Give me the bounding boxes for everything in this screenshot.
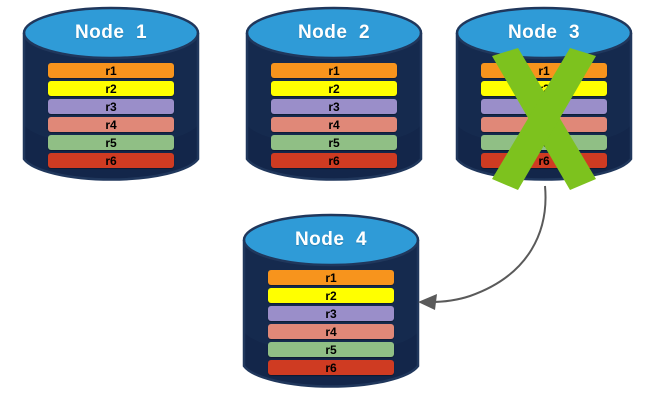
row-r6[interactable]: r6 (271, 153, 397, 168)
row-label: r6 (325, 360, 337, 375)
row-r6[interactable]: r6 (48, 153, 174, 168)
row-label: r4 (538, 117, 550, 132)
row-label: r6 (328, 153, 340, 168)
row-label: r6 (538, 153, 550, 168)
row-r3[interactable]: r3 (268, 306, 394, 321)
row-label: r1 (328, 63, 340, 78)
row-label: r1 (105, 63, 117, 78)
node-cylinder-1[interactable]: Node 1 r1 r2 r3 r4 r5 r6 (22, 5, 200, 187)
row-r2[interactable]: r2 (268, 288, 394, 303)
node-rows-4: r1 r2 r3 r4 r5 r6 (242, 270, 420, 375)
node-cylinder-3[interactable]: Node 3 r1 r2 r3 r4 r5 r6 (455, 5, 633, 190)
row-r1[interactable]: r1 (481, 63, 607, 78)
row-r3[interactable]: r3 (48, 99, 174, 114)
row-label: r1 (325, 270, 337, 285)
arrow-head-icon (418, 294, 437, 310)
row-r4[interactable]: r4 (48, 117, 174, 132)
row-label: r6 (105, 153, 117, 168)
row-label: r1 (538, 63, 550, 78)
node-rows-2: r1 r2 r3 r4 r5 r6 (245, 63, 423, 168)
row-label: r4 (328, 117, 340, 132)
row-label: r2 (538, 81, 550, 96)
row-label: r2 (325, 288, 337, 303)
row-r5[interactable]: r5 (48, 135, 174, 150)
row-label: r5 (325, 342, 337, 357)
row-r1[interactable]: r1 (48, 63, 174, 78)
row-label: r3 (325, 306, 337, 321)
row-r1[interactable]: r1 (271, 63, 397, 78)
row-label: r3 (538, 99, 550, 114)
node-rows-3: r1 r2 r3 r4 r5 r6 (455, 63, 633, 168)
row-label: r3 (328, 99, 340, 114)
row-r4[interactable]: r4 (271, 117, 397, 132)
row-r4[interactable]: r4 (268, 324, 394, 339)
row-label: r4 (325, 324, 337, 339)
row-label: r5 (328, 135, 340, 150)
row-label: r5 (105, 135, 117, 150)
row-r3[interactable]: r3 (271, 99, 397, 114)
row-label: r3 (105, 99, 117, 114)
node-cylinder-4[interactable]: Node 4 r1 r2 r3 r4 r5 r6 (242, 212, 420, 394)
row-r3[interactable]: r3 (481, 99, 607, 114)
row-label: r5 (538, 135, 550, 150)
node-rows-1: r1 r2 r3 r4 r5 r6 (22, 63, 200, 168)
row-r2[interactable]: r2 (271, 81, 397, 96)
row-r5[interactable]: r5 (271, 135, 397, 150)
row-r1[interactable]: r1 (268, 270, 394, 285)
row-r6[interactable]: r6 (268, 360, 394, 375)
row-r6[interactable]: r6 (481, 153, 607, 168)
row-r5[interactable]: r5 (481, 135, 607, 150)
row-r2[interactable]: r2 (481, 81, 607, 96)
row-r4[interactable]: r4 (481, 117, 607, 132)
row-label: r2 (105, 81, 117, 96)
node-cylinder-2[interactable]: Node 2 r1 r2 r3 r4 r5 r6 (245, 5, 423, 187)
row-label: r2 (328, 81, 340, 96)
row-label: r4 (105, 117, 117, 132)
row-r2[interactable]: r2 (48, 81, 174, 96)
row-r5[interactable]: r5 (268, 342, 394, 357)
